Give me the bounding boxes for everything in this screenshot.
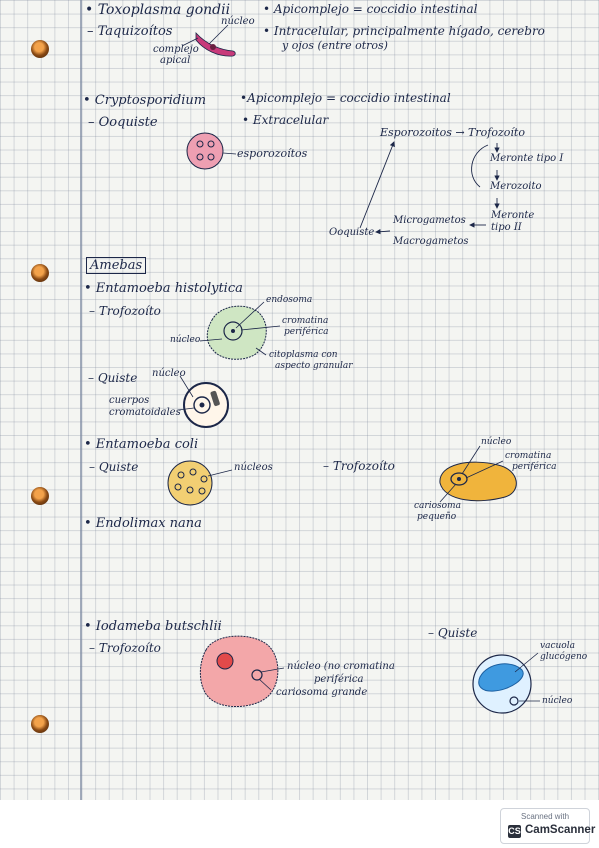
intracellular-note: • Intracelular, principalmente hígado, c…: [263, 24, 545, 38]
endolimax-heading: • Endolimax nana: [84, 516, 202, 531]
granular-cytoplasm-label-2: aspecto granular: [275, 361, 353, 371]
coli-trophozoite-label: – Trofozoíto: [323, 459, 395, 473]
tachyzoite-drawing: [181, 24, 236, 57]
tachyzoites-label: – Taquizoítos: [87, 24, 173, 39]
binder-hole: [31, 715, 49, 733]
histolytica-trophozoite-drawing: [199, 301, 281, 360]
histolytica-cyst-label: – Quiste: [88, 371, 138, 385]
coli-nuclei-label: núcleos: [234, 462, 273, 473]
coli-chromatin-label-2: periférica: [512, 462, 557, 472]
toxoplasma-heading: • Toxoplasma gondii: [85, 2, 231, 18]
tachyzoite-nucleus-label: núcleo: [221, 16, 255, 27]
coli-cyst-drawing: [167, 460, 233, 506]
notebook-page: • Toxoplasma gondii • Apicomplejo = cocc…: [0, 0, 599, 800]
chromatoid-bodies-label-2: cromatoidales: [109, 407, 181, 418]
cycle-meront-type-1: Meronte tipo I: [490, 153, 564, 164]
peripheral-chromatin-label-2: periférica: [284, 327, 329, 337]
butschlii-cyst-nucleus-label: núcleo: [542, 696, 573, 706]
amebas-section-title: Amebas: [86, 257, 147, 274]
histolytica-heading: • Entamoeba histolytica: [84, 281, 243, 296]
toxoplasma-apicomplexa-note: • Apicomplejo = coccidio intestinal: [263, 2, 478, 16]
butschlii-cyst-drawing: [472, 652, 540, 714]
cycle-microgametes: Microgametos: [393, 215, 466, 226]
life-cycle-arrows: [359, 141, 500, 235]
cycle-meront-type-2-b: tipo II: [491, 222, 522, 233]
camscanner-badge: Scanned with CS CamScanner: [500, 808, 595, 844]
butschlii-trophozoite-drawing: [199, 635, 285, 708]
binder-hole: [31, 264, 49, 282]
coli-trophozoite-drawing: [439, 445, 517, 503]
coli-cyst-label: – Quiste: [89, 460, 139, 474]
large-karyosome-label: cariosoma grande: [276, 687, 368, 698]
glycogen-vacuole-label-2: glucógeno: [540, 652, 588, 662]
glycogen-vacuole-label: vacuola: [540, 641, 575, 651]
peripheral-chromatin-label: cromatina: [282, 316, 329, 326]
butschlii-nucleus-label-2: periférica: [314, 674, 364, 685]
camscanner-logo-icon: CS: [508, 825, 521, 838]
small-karyosome-label-2: pequeño: [417, 512, 457, 522]
butschlii-trophozoite-label: – Trofozoíto: [89, 641, 161, 655]
binder-hole: [31, 40, 49, 58]
cryptosporidium-apicomplexa-note: •Apicomplejo = coccidio intestinal: [240, 91, 451, 105]
scanned-with-text: Scanned with: [520, 812, 570, 821]
cycle-macrogametes: Macrogametos: [393, 236, 469, 247]
histolytica-cyst-drawing: [177, 375, 229, 428]
butschlii-nucleus-label: núcleo (no cromatina: [287, 661, 395, 672]
extracellular-note: • Extracelular: [242, 113, 329, 127]
butschlii-cyst-label: – Quiste: [428, 626, 478, 640]
apical-complex-label: complejo: [153, 44, 199, 55]
coli-nucleus-label: núcleo: [481, 437, 512, 447]
cycle-oocyst: Ooquiste: [329, 227, 375, 238]
histolytica-cyst-nucleus-label: núcleo: [152, 368, 186, 379]
cycle-sporozoite-trophozoite: Esporozoitos → Trofozoíto: [380, 126, 525, 139]
endosome-label: endosoma: [266, 295, 313, 305]
granular-cytoplasm-label: citoplasma con: [269, 350, 338, 360]
drawings: [167, 24, 540, 714]
coli-chromatin-label: cromatina: [505, 451, 552, 461]
sporozoites-label: esporozoítos: [237, 147, 308, 160]
cycle-merozoite: Merozoito: [490, 181, 542, 192]
small-karyosome-label: cariosoma: [414, 501, 461, 511]
intracellular-note-2: y ojos (entre otros): [282, 39, 388, 52]
margin-line: [80, 0, 82, 800]
histolytica-trophozoite-label: – Trofozoíto: [89, 304, 161, 318]
chromatoid-bodies-label: cuerpos: [109, 395, 150, 406]
coli-heading: • Entamoeba coli: [84, 437, 199, 452]
binder-hole: [31, 487, 49, 505]
camscanner-brand: CamScanner: [525, 824, 596, 836]
oocyst-drawing: [186, 132, 237, 170]
histolytica-nucleus-label: núcleo: [170, 335, 201, 345]
cryptosporidium-heading: • Cryptosporidium: [83, 93, 207, 108]
oocyst-label: – Ooquiste: [88, 115, 158, 130]
butschlii-heading: • Iodameba butschlii: [84, 619, 222, 634]
apical-complex-label-2: apical: [160, 55, 191, 66]
cycle-meront-type-2: Meronte: [491, 210, 535, 221]
